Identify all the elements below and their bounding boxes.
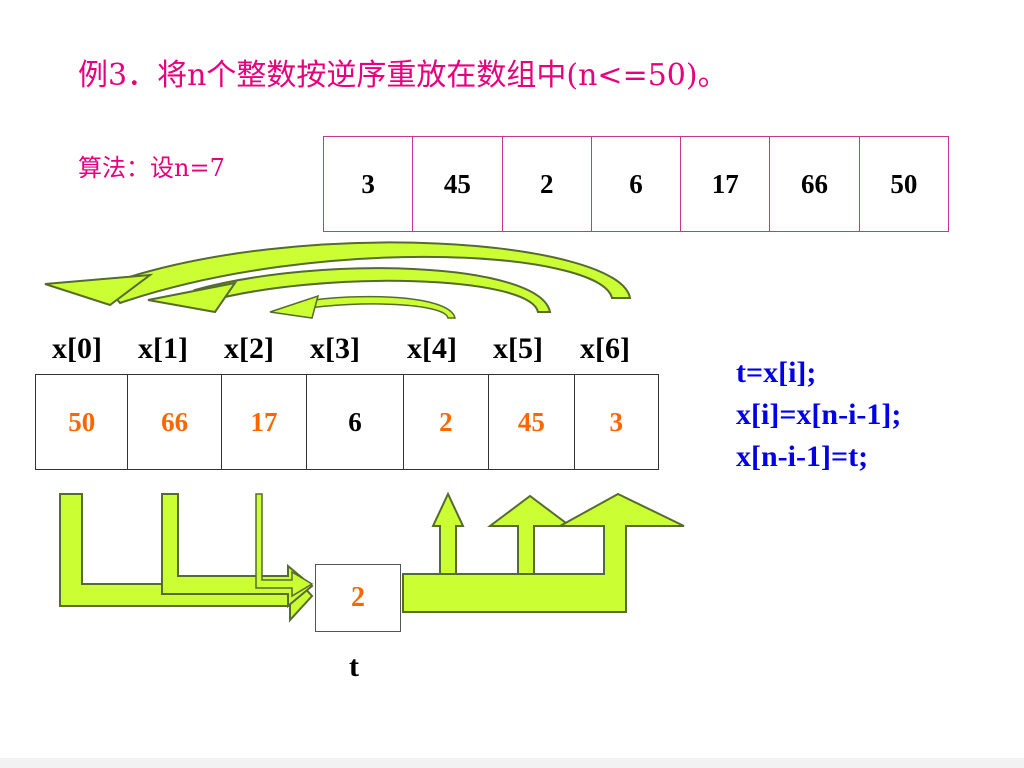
result-cell: 50 bbox=[68, 406, 96, 437]
code-line: x[i]=x[n-i-1]; bbox=[736, 398, 902, 431]
index-label: x[1] bbox=[138, 332, 188, 365]
input-array: 3 45 2 6 17 66 50 bbox=[323, 136, 949, 232]
input-cell: 50 bbox=[858, 137, 948, 231]
code-line: t=x[i]; bbox=[736, 356, 817, 389]
index-label: x[0] bbox=[52, 332, 102, 365]
result-cell: 2 bbox=[402, 375, 488, 469]
input-cell: 3 bbox=[361, 168, 375, 199]
code-line: x[n-i-1]=t; bbox=[736, 440, 869, 473]
index-label: x[2] bbox=[224, 332, 274, 365]
curved-arrow-icon bbox=[269, 294, 456, 319]
arrow-into-t-icon bbox=[161, 493, 314, 609]
input-cell: 17 bbox=[680, 137, 769, 231]
result-cell: 66 bbox=[127, 375, 220, 469]
result-array: 50 66 17 6 2 45 3 bbox=[35, 374, 659, 470]
result-cell: 6 bbox=[306, 375, 402, 469]
index-label: x[3] bbox=[310, 332, 360, 365]
result-cell: 3 bbox=[573, 375, 658, 469]
index-label: x[5] bbox=[493, 332, 543, 365]
curved-arrow-icon bbox=[147, 267, 552, 314]
index-label: x[6] bbox=[580, 332, 630, 365]
temp-variable-label: t bbox=[349, 650, 359, 683]
input-cell: 2 bbox=[501, 137, 591, 231]
result-cell: 45 bbox=[488, 375, 573, 469]
index-label: x[4] bbox=[407, 332, 457, 365]
swap-code: t=x[i]; x[i]=x[n-i-1]; x[n-i-1]=t; bbox=[736, 352, 901, 478]
curved-arrow-icon bbox=[44, 241, 632, 307]
arrow-into-t-icon bbox=[59, 493, 314, 623]
temp-variable-box: 2 bbox=[315, 564, 401, 632]
input-cell: 45 bbox=[412, 137, 501, 231]
slide-footer-bar bbox=[0, 758, 1024, 768]
input-cell: 66 bbox=[769, 137, 858, 231]
input-cell: 6 bbox=[590, 137, 680, 231]
slide-title: 例3．将n个整数按逆序重放在数组中(n<=50)。 bbox=[78, 58, 728, 93]
result-cell: 17 bbox=[220, 375, 306, 469]
arrow-out-of-t-icon bbox=[402, 492, 685, 613]
arrow-into-t-icon bbox=[255, 493, 314, 598]
algorithm-label: 算法：设n=7 bbox=[78, 154, 225, 182]
